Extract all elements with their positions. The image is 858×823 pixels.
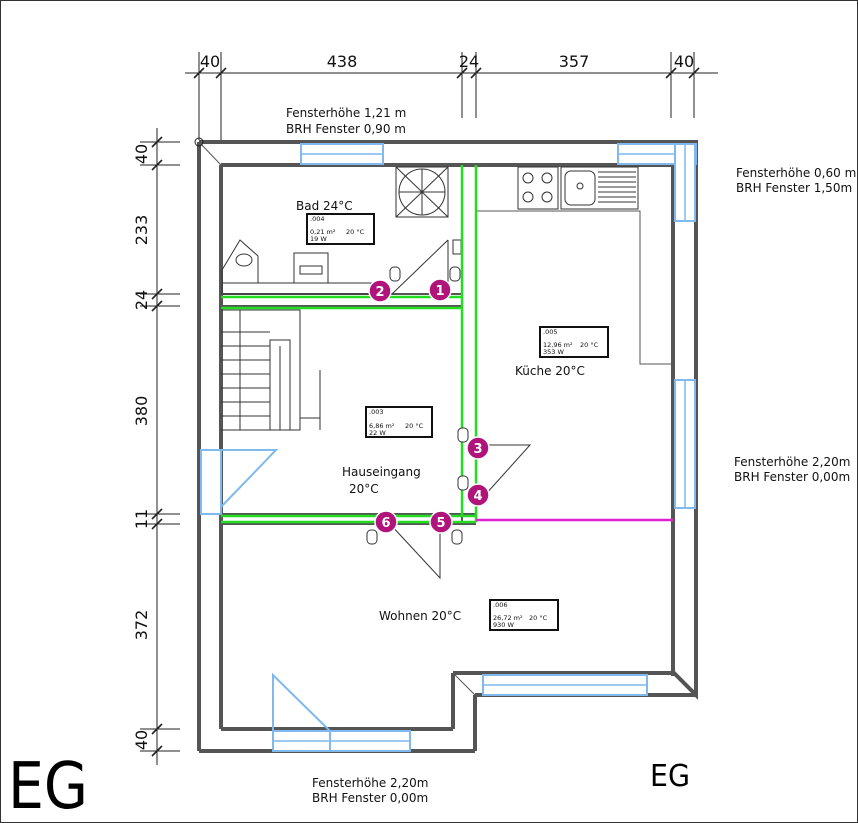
svg-text:12,96 m²: 12,96 m²: [543, 341, 573, 349]
valves: [366, 266, 469, 545]
dim-left-6: 40: [132, 730, 151, 750]
svg-text:1: 1: [435, 284, 444, 299]
walls: [197, 140, 698, 753]
circuit-badge-3: 3: [466, 436, 490, 460]
note-top-brh: BRH Fenster 0,90 m: [286, 122, 406, 136]
origin-marker: [194, 137, 204, 147]
svg-text:0,21 m²: 0,21 m²: [310, 228, 336, 236]
circuit-badge-5: 5: [429, 510, 453, 534]
svg-text:22 W: 22 W: [369, 429, 386, 437]
dim-left-1: 233: [132, 215, 151, 246]
dim-top-3: 357: [559, 52, 590, 71]
room-name-kueche: Küche 20°C: [515, 364, 585, 378]
room-stamp-wohnen: .006 26,72 m² 20 °C 930 W: [489, 599, 559, 631]
svg-text:5: 5: [436, 516, 445, 531]
dim-top-0: 40: [200, 52, 220, 71]
svg-text:.006: .006: [493, 601, 507, 609]
svg-text:6: 6: [381, 516, 390, 531]
svg-text:930 W: 930 W: [493, 621, 514, 629]
dim-top-4: 40: [674, 52, 694, 71]
svg-text:20 °C: 20 °C: [529, 614, 548, 622]
note-bottom-brh: BRH Fenster 0,00m: [312, 791, 428, 805]
entrance-door: [200, 449, 222, 515]
svg-text:4: 4: [473, 489, 482, 504]
svg-text:20 °C: 20 °C: [580, 341, 599, 349]
dim-left-5: 372: [132, 610, 151, 641]
windows: [200, 143, 697, 752]
room-stamp-hauseingang: .003 6,86 m² 20 °C 22 W: [365, 406, 433, 438]
top-dimension-chain: 40 438 24 357 40: [185, 52, 718, 140]
note-bottom-height: Fensterhöhe 2,20m: [312, 776, 428, 790]
room-name-hauseingang: Hauseingang: [342, 465, 421, 479]
svg-text:26,72 m²: 26,72 m²: [493, 614, 523, 622]
dim-left-3: 380: [132, 396, 151, 427]
circuit-badge-2: 2: [368, 279, 392, 303]
fixtures: [221, 166, 639, 580]
svg-text:.004: .004: [310, 215, 324, 223]
svg-text:2: 2: [375, 285, 384, 300]
svg-text:19 W: 19 W: [310, 235, 327, 243]
room-name-bad: Bad 24°C: [296, 199, 353, 213]
dim-left-4: 11: [132, 509, 151, 529]
dim-top-2: 24: [459, 52, 479, 71]
svg-text:6,86 m²: 6,86 m²: [369, 422, 395, 430]
circuit-badges: 1 2 3 4 5 6: [368, 278, 490, 534]
dim-left-2: 24: [132, 290, 151, 310]
heating-circuits: [221, 165, 673, 524]
note-right-upper-brh: BRH Fenster 1,50m: [736, 181, 852, 195]
room-temp-hauseingang: 20°C: [349, 482, 379, 496]
floor-label-small: EG: [650, 759, 690, 794]
svg-text:353 W: 353 W: [543, 348, 564, 356]
note-right-middle-brh: BRH Fenster 0,00m: [734, 470, 850, 484]
svg-text:.005: .005: [543, 328, 557, 336]
dim-left-0: 40: [132, 144, 151, 164]
svg-text:20 °C: 20 °C: [346, 228, 365, 236]
dim-top-1: 438: [327, 52, 358, 71]
room-stamp-kueche: .005 12,96 m² 20 °C 353 W: [539, 326, 609, 358]
circuit-badge-4: 4: [466, 483, 490, 507]
circuit-badge-1: 1: [428, 278, 452, 302]
note-right-upper-height: Fensterhöhe 0,60 m: [736, 166, 856, 180]
left-dimension-chain: 40 233 24 380 11 372 40: [132, 128, 180, 765]
floor-label-large: EG: [8, 750, 88, 823]
svg-text:20 °C: 20 °C: [405, 422, 424, 430]
room-name-wohnen: Wohnen 20°C: [379, 609, 461, 623]
room-stamp-bad: .004 0,21 m² 20 °C 19 W: [306, 213, 375, 245]
note-top-height: Fensterhöhe 1,21 m: [286, 106, 406, 120]
svg-text:3: 3: [473, 442, 482, 457]
note-right-middle-height: Fensterhöhe 2,20m: [734, 455, 850, 469]
svg-text:.003: .003: [369, 408, 383, 416]
circuit-badge-6: 6: [374, 510, 398, 534]
